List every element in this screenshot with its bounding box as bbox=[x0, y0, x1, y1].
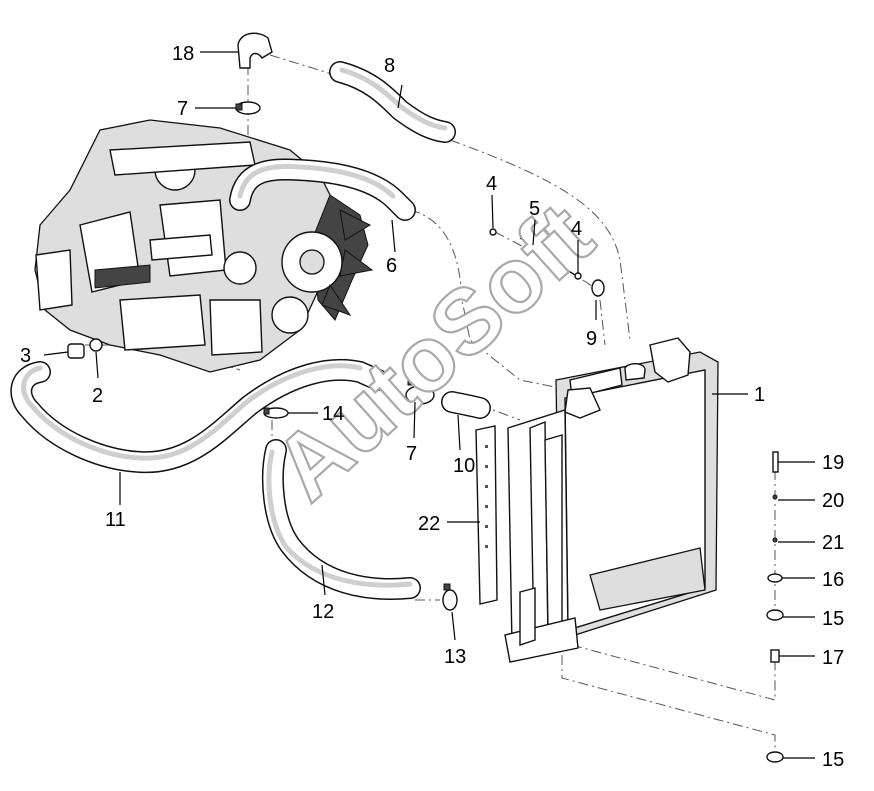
engine-block bbox=[34, 119, 374, 373]
label-16: 16 bbox=[822, 569, 844, 591]
label-1: 1 bbox=[754, 384, 765, 406]
label-19: 20 bbox=[822, 490, 844, 512]
elbow-21 bbox=[237, 32, 273, 69]
clamp-7-top bbox=[235, 101, 261, 115]
hose-6 bbox=[229, 158, 416, 221]
label-10: 8 bbox=[384, 55, 395, 77]
clamp-13 bbox=[442, 583, 458, 611]
label-7-top: 7 bbox=[177, 98, 188, 120]
radiator-assembly bbox=[504, 337, 719, 663]
hose-11 bbox=[10, 358, 389, 474]
part-labels: 18 7 8 4 5 4 6 9 1 3 2 14 7 10 11 22 12 … bbox=[20, 43, 844, 771]
label-17: 17 bbox=[822, 647, 844, 669]
label-20: 21 bbox=[822, 532, 844, 554]
label-8: 10 bbox=[453, 455, 475, 477]
label-22: 22 bbox=[418, 513, 440, 535]
label-3: 3 bbox=[20, 345, 31, 367]
label-12: 12 bbox=[312, 601, 334, 623]
label-18: 19 bbox=[822, 452, 844, 474]
label-4-right: 4 bbox=[571, 218, 582, 240]
label-15-top: 15 bbox=[822, 608, 844, 630]
label-15-bottom: 15 bbox=[822, 749, 844, 771]
clamp-9 bbox=[591, 279, 605, 297]
label-7-mid: 7 bbox=[406, 443, 417, 465]
label-9: 9 bbox=[586, 328, 597, 350]
label-14: 14 bbox=[322, 403, 344, 425]
fitting-3-2 bbox=[67, 338, 103, 359]
clamp-7-mid bbox=[405, 377, 435, 405]
label-2: 2 bbox=[92, 385, 103, 407]
label-5: 5 bbox=[529, 198, 540, 220]
hose-12 bbox=[262, 439, 421, 600]
fasteners-15-20 bbox=[766, 451, 784, 763]
hose-8 bbox=[441, 391, 491, 419]
label-6: 6 bbox=[386, 255, 397, 277]
label-13: 13 bbox=[444, 646, 466, 668]
hose-10 bbox=[329, 61, 456, 143]
label-21: 18 bbox=[172, 43, 194, 65]
leader-lines bbox=[43, 51, 815, 759]
label-11: 11 bbox=[105, 509, 126, 531]
part-22-strip bbox=[475, 425, 498, 605]
label-4-left: 4 bbox=[486, 173, 497, 195]
